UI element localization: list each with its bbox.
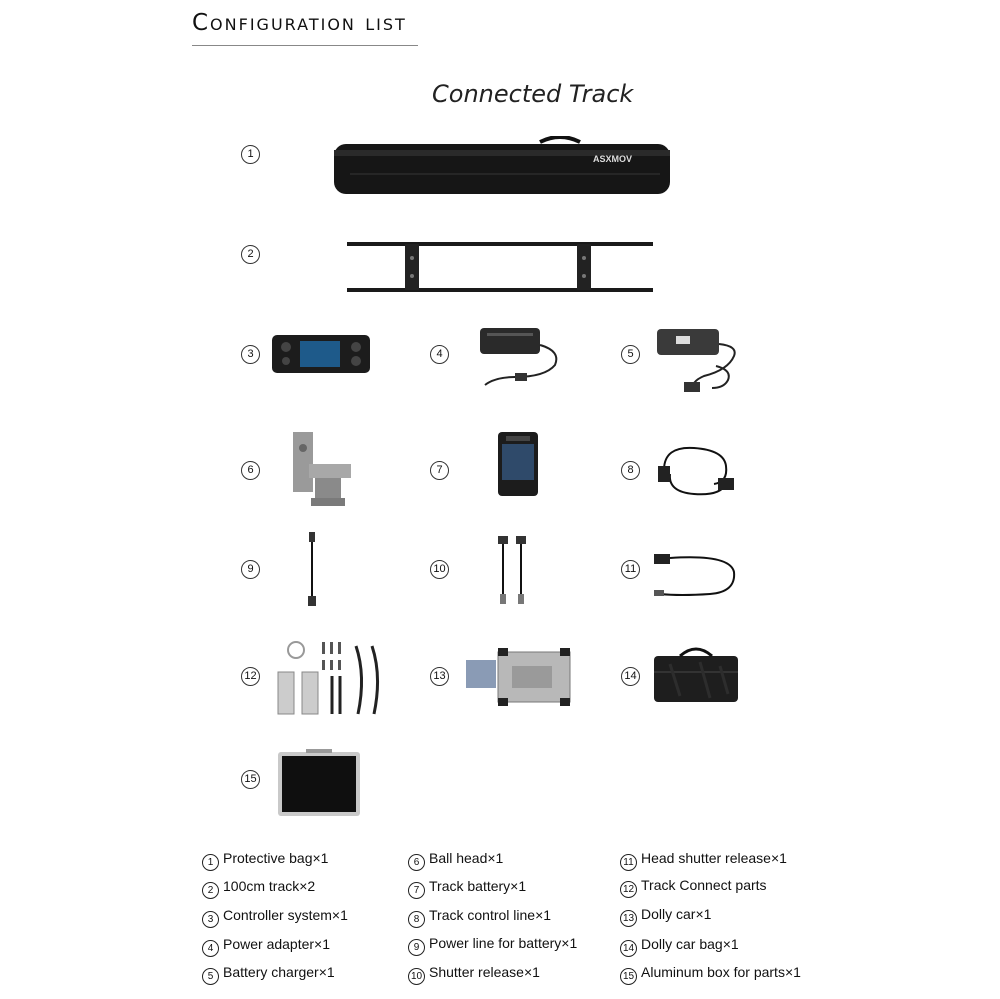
item-number-8: 8 [621,461,640,480]
item-number-15: 15 [241,770,260,789]
section-title: Connected Track [432,80,634,108]
track-battery-image [498,432,538,496]
item-number-3: 3 [241,345,260,364]
item-number-13: 13 [430,667,449,686]
item-number-5: 5 [621,345,640,364]
item-number-2: 2 [241,245,260,264]
track-control-line-image [658,446,734,496]
ball-head-image [293,432,351,506]
item-number-6: 6 [241,461,260,480]
controller-system-image [272,335,370,373]
item-number-14: 14 [621,667,640,686]
item-number-7: 7 [430,461,449,480]
dolly-car-bag-image [654,647,738,702]
power-adapter-image [480,328,558,386]
title-underline [192,45,418,46]
shutter-release-image [498,536,526,604]
head-shutter-release-image [654,554,736,596]
power-line-image [308,532,316,606]
track-image [347,242,653,292]
aluminum-box-image [278,749,360,816]
dolly-car-image [466,648,571,706]
item-number-12: 12 [241,667,260,686]
track-connect-parts-image [277,641,380,715]
battery-charger-image [657,329,736,392]
page-title: Configuration list [192,10,407,36]
item-number-9: 9 [241,560,260,579]
item-number-11: 11 [621,560,640,579]
item-number-4: 4 [430,345,449,364]
protective-bag-image: ASXMOV [334,136,670,194]
item-number-1: 1 [241,145,260,164]
item-number-10: 10 [430,560,449,579]
bag-logo: ASXMOV [593,154,632,164]
